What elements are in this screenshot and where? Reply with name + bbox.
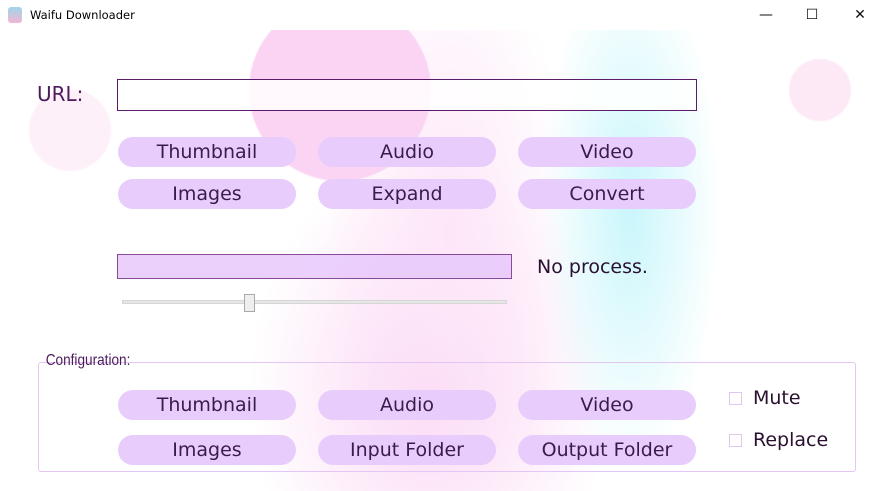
configuration-group (38, 362, 856, 472)
video-button[interactable]: Video (518, 137, 696, 167)
convert-button[interactable]: Convert (518, 179, 696, 209)
slider-track[interactable] (122, 300, 507, 304)
images-button[interactable]: Images (118, 179, 296, 209)
app-icon (8, 7, 22, 23)
config-thumbnail-button[interactable]: Thumbnail (118, 390, 296, 420)
replace-label: Replace (753, 429, 829, 451)
configuration-label: Configuration: (45, 352, 131, 369)
audio-button[interactable]: Audio (318, 137, 496, 167)
config-audio-button[interactable]: Audio (318, 390, 496, 420)
status-text: No process. (537, 256, 648, 278)
config-images-button[interactable]: Images (118, 435, 296, 465)
replace-checkbox[interactable] (729, 434, 742, 447)
main-panel: URL: Thumbnail Audio Video Images Expand… (0, 30, 884, 491)
expand-button[interactable]: Expand (318, 179, 496, 209)
config-video-button[interactable]: Video (518, 390, 696, 420)
maximize-button[interactable]: ☐ (805, 7, 819, 23)
url-input[interactable] (117, 79, 697, 111)
thumbnail-button[interactable]: Thumbnail (118, 137, 296, 167)
url-label: URL: (37, 82, 84, 106)
window-title: Waifu Downloader (30, 8, 135, 22)
minimize-button[interactable]: — (759, 7, 773, 23)
progress-bar (117, 254, 512, 279)
slider-handle[interactable] (244, 294, 256, 312)
mute-label: Mute (753, 387, 801, 409)
input-folder-button[interactable]: Input Folder (318, 435, 496, 465)
mute-checkbox[interactable] (729, 392, 742, 405)
output-folder-button[interactable]: Output Folder (518, 435, 696, 465)
title-bar: Waifu Downloader — ☐ ✕ (0, 0, 884, 30)
close-button[interactable]: ✕ (854, 7, 866, 23)
